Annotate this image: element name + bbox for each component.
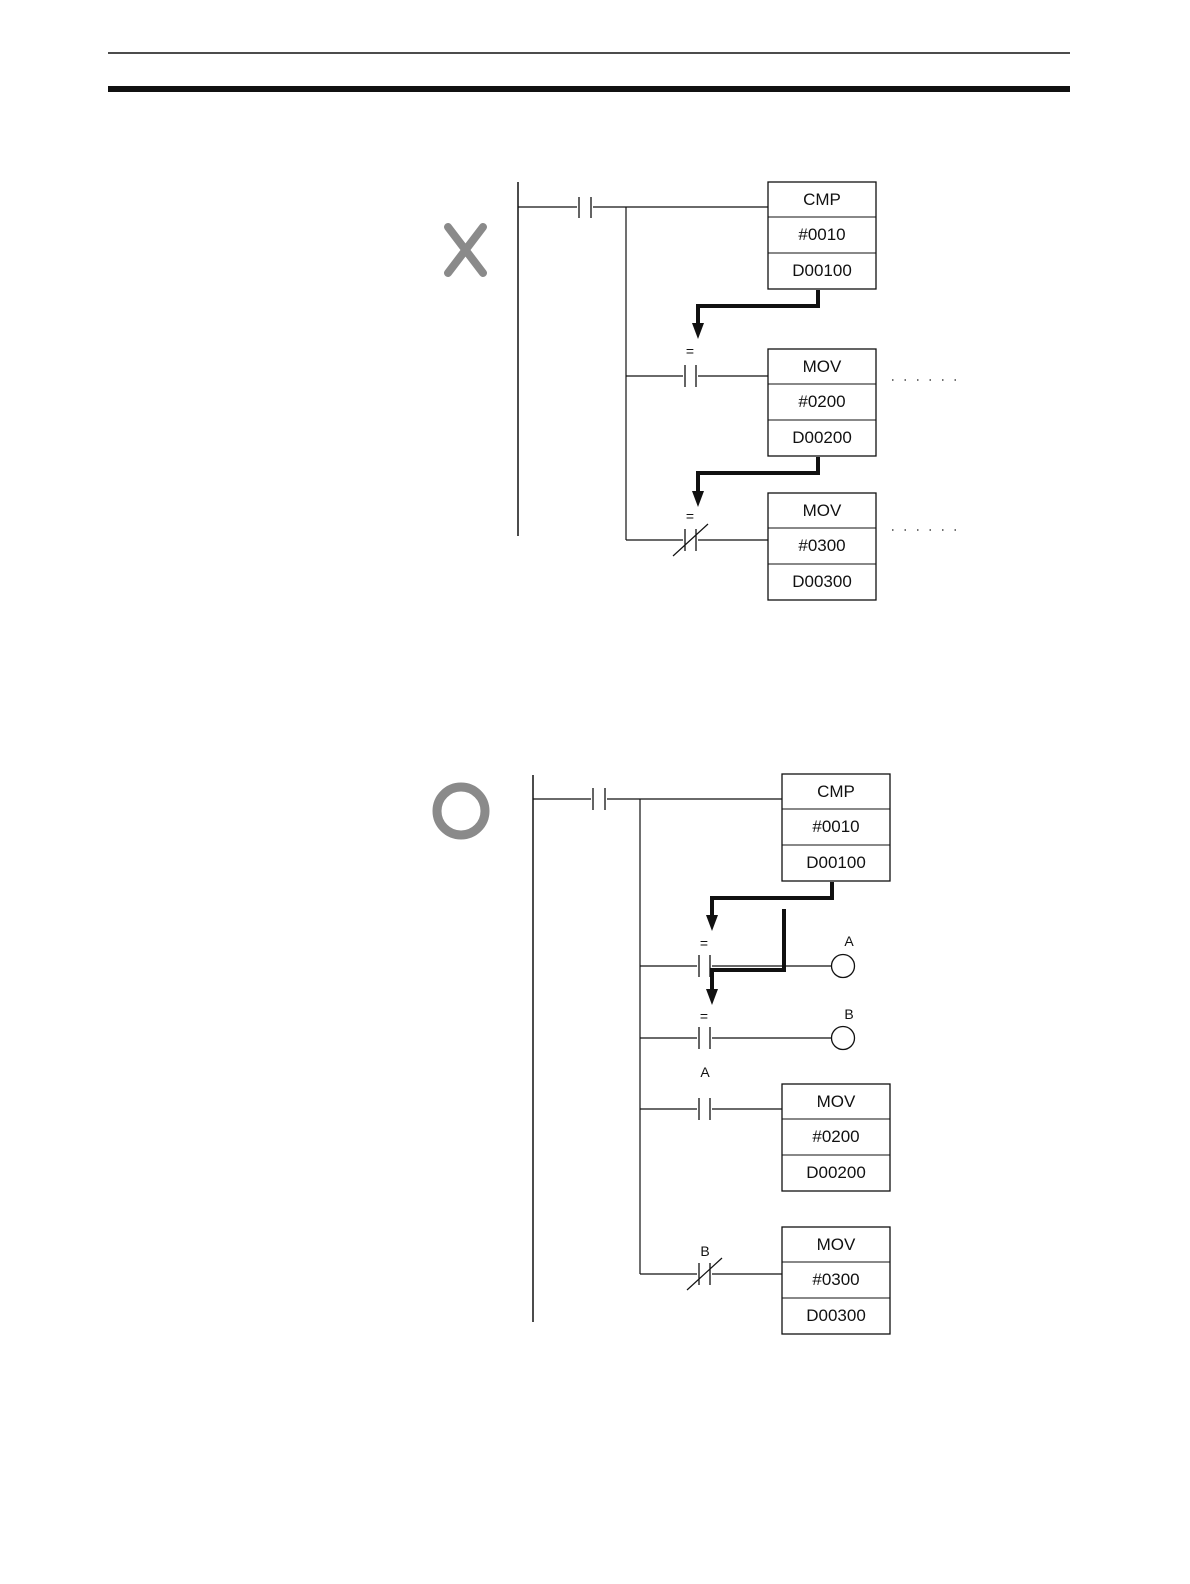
incorrect-example: CMP #0010 D00100 = MOV #0200 D00200 = xyxy=(448,182,966,600)
mov-instruction-block-1: MOV #0200 D00200 xyxy=(782,1084,890,1191)
mov-operand-1: #0300 xyxy=(812,1270,859,1289)
mov-instruction-block-2: MOV #0300 D00300 xyxy=(768,493,876,600)
cmp-operand-1: #0010 xyxy=(812,817,859,836)
input-contact xyxy=(593,788,605,810)
equals-flag-label: = xyxy=(686,343,694,359)
mov-operand-2: D00300 xyxy=(792,572,852,591)
arrow-head xyxy=(706,989,718,1005)
mov-operand-2: D00200 xyxy=(792,428,852,447)
flag-flow-arrow xyxy=(712,909,784,992)
cmp-operand-2: D00100 xyxy=(792,261,852,280)
header-thick-rule xyxy=(108,86,1070,92)
arrow-head xyxy=(706,915,718,931)
equals-flag-contact xyxy=(699,1027,710,1049)
cmp-mnemonic: CMP xyxy=(803,190,841,209)
equals-flag-contact xyxy=(685,365,696,387)
mov-operand-1: #0200 xyxy=(798,392,845,411)
input-contact xyxy=(579,197,591,218)
arrow-head xyxy=(692,491,704,507)
equals-flag-label: = xyxy=(686,508,694,524)
mov-mnemonic: MOV xyxy=(803,501,842,520)
arrow-head xyxy=(692,323,704,339)
circle-icon xyxy=(437,787,485,835)
output-coil-a-label: A xyxy=(844,933,854,949)
contact-a-label: A xyxy=(700,1064,710,1080)
cmp-operand-2: D00100 xyxy=(806,853,866,872)
equals-flag-contact xyxy=(699,955,710,977)
mov-instruction-block-2: MOV #0300 D00300 xyxy=(782,1227,890,1334)
cmp-operand-1: #0010 xyxy=(798,225,845,244)
mov-mnemonic: MOV xyxy=(817,1092,856,1111)
mov-operand-2: D00300 xyxy=(806,1306,866,1325)
cmp-instruction-block: CMP #0010 D00100 xyxy=(782,774,890,881)
output-coil-b xyxy=(832,1027,855,1050)
output-coil-a xyxy=(832,955,855,978)
equals-flag-label: = xyxy=(700,935,708,951)
mov-operand-1: #0300 xyxy=(798,536,845,555)
correct-example: CMP #0010 D00100 = A = B A xyxy=(437,774,890,1334)
mov-operand-2: D00200 xyxy=(806,1163,866,1182)
cross-icon xyxy=(448,227,483,273)
mov-operand-1: #0200 xyxy=(812,1127,859,1146)
contact-b-label: B xyxy=(700,1243,709,1259)
mov-mnemonic: MOV xyxy=(803,357,842,376)
mov-instruction-block-1: MOV #0200 D00200 xyxy=(768,349,876,456)
output-coil-b-label: B xyxy=(844,1006,853,1022)
mov-mnemonic: MOV xyxy=(817,1235,856,1254)
flag-flow-arrow xyxy=(698,457,818,494)
flag-flow-arrow xyxy=(698,290,818,326)
equals-flag-label: = xyxy=(700,1008,708,1024)
cmp-instruction-block: CMP #0010 D00100 xyxy=(768,182,876,289)
contact-a xyxy=(699,1098,710,1120)
flag-flow-arrow xyxy=(712,882,832,918)
cmp-mnemonic: CMP xyxy=(817,782,855,801)
